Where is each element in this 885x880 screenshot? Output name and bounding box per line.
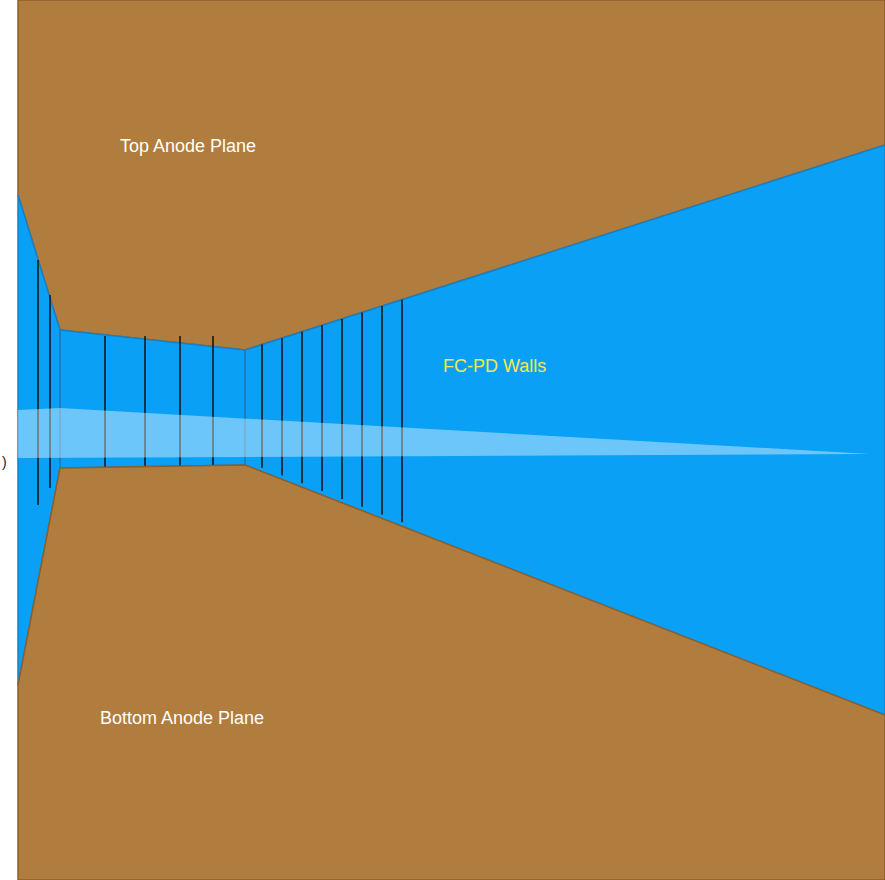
bottom-anode-plane-shape — [18, 465, 885, 880]
cut-off-label: ) — [2, 454, 7, 471]
plane-label: FC-PD Walls — [443, 356, 546, 378]
cathode-plane — [18, 408, 870, 458]
plane-label: Top Anode Plane — [120, 136, 256, 158]
plane-label: Bottom Anode Plane — [100, 708, 264, 730]
